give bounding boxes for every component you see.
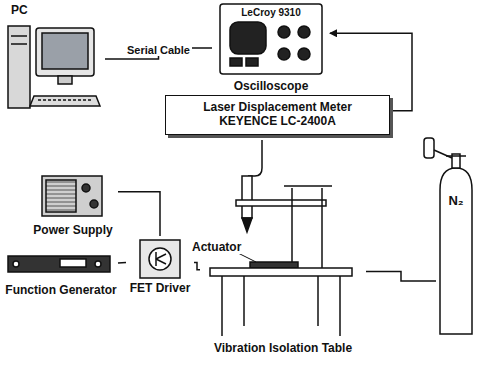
actuator-bar bbox=[250, 262, 298, 268]
node-text: N₂ bbox=[448, 194, 463, 209]
power-supply-node: Power Supply bbox=[28, 172, 118, 238]
laser-probe bbox=[236, 140, 332, 268]
vibration-table bbox=[210, 262, 352, 336]
node-text: FET Driver bbox=[130, 282, 191, 296]
gas-cylinder bbox=[424, 138, 472, 334]
instrument-box: Laser Displacement Meter KEYENCE LC-2400… bbox=[165, 95, 390, 135]
part-label: Actuator bbox=[190, 240, 243, 254]
oscilloscope-icon bbox=[220, 4, 322, 74]
pc-icon bbox=[8, 26, 100, 108]
edge-label: Serial Cable bbox=[125, 44, 192, 56]
node-text: Function Generator bbox=[5, 284, 116, 298]
connector-line bbox=[118, 262, 126, 264]
function-generator-icon bbox=[8, 256, 110, 272]
power-supply-icon bbox=[42, 176, 102, 216]
node-text: LeCroy 9310 bbox=[241, 7, 300, 19]
computer-node: PC bbox=[5, 2, 105, 116]
node-text: Oscilloscope bbox=[234, 80, 309, 94]
connector-line bbox=[366, 272, 436, 281]
node-text: Vibration Isolation Table bbox=[214, 342, 352, 356]
node-text: Power Supply bbox=[33, 224, 112, 238]
function-generator-node: Function Generator bbox=[4, 250, 118, 298]
connector-line bbox=[194, 262, 200, 269]
connector-line bbox=[118, 192, 160, 236]
fet-driver-node: FET Driver bbox=[126, 236, 194, 296]
oscilloscope-node: LeCroy 9310Oscilloscope bbox=[212, 2, 330, 94]
node-text: Laser Displacement Meter KEYENCE LC-2400… bbox=[178, 101, 377, 129]
node-text: PC bbox=[11, 4, 28, 18]
table-node: Vibration Isolation Table bbox=[200, 262, 366, 358]
fet-driver-icon bbox=[140, 240, 180, 278]
gas-cylinder-node: N₂ bbox=[436, 164, 476, 336]
